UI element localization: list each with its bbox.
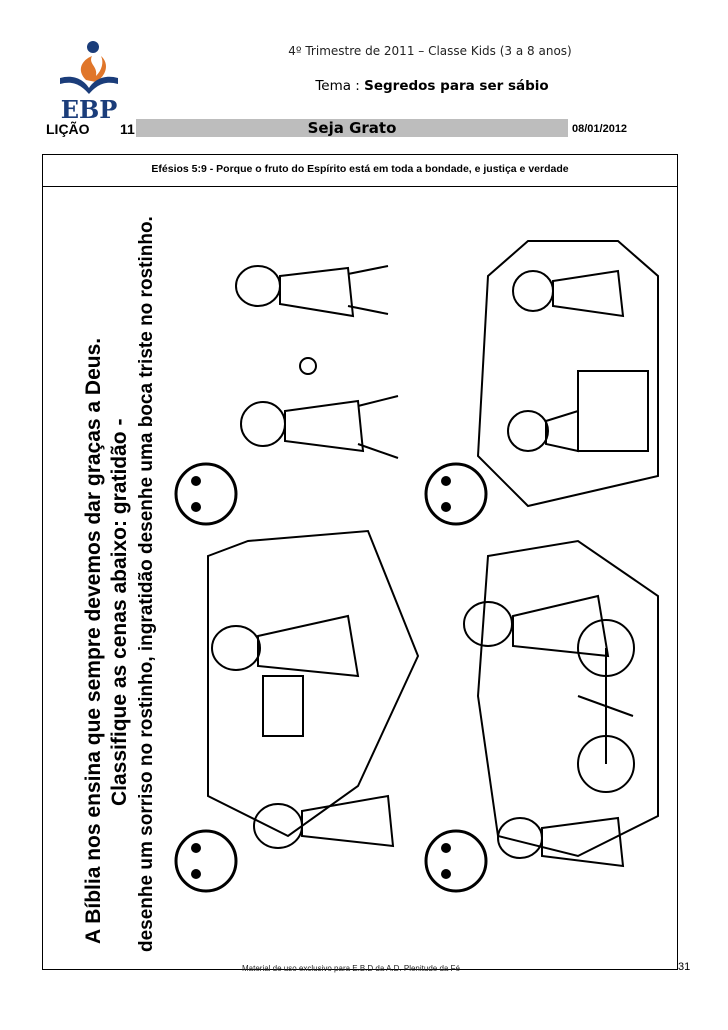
scene-bicycle xyxy=(463,539,659,868)
quarter-subtitle: 4º Trimestre de 2011 – Classe Kids (3 a … xyxy=(288,44,572,58)
lesson-number: 11 xyxy=(120,121,135,137)
face-circle-icon xyxy=(174,462,238,526)
footer-note: Material de uso exclusivo para E.B.D da … xyxy=(242,964,460,973)
lesson-date: 08/01/2012 xyxy=(572,123,628,135)
activity-illustration: A Bíblia nos ensina que sempre devemos d… xyxy=(82,216,659,952)
content-frame xyxy=(42,154,678,970)
page-number: 31 xyxy=(678,961,691,973)
instruction-line-1: A Bíblia nos ensina que sempre devemos d… xyxy=(82,338,105,944)
scene-toy-car xyxy=(207,529,420,849)
theme-label: Tema : xyxy=(315,78,360,94)
scene-table xyxy=(476,240,659,508)
lesson-title: Seja Grato xyxy=(307,119,397,137)
lesson-label: LIÇÃO xyxy=(46,121,90,137)
theme-value: Segredos para ser sábio xyxy=(364,78,549,94)
instruction-line-3: desenhe um sorriso no rostinho, ingratid… xyxy=(136,216,157,952)
verse-divider xyxy=(43,186,677,187)
scene-sharing-fruit xyxy=(235,265,399,459)
logo-text: EBP xyxy=(61,95,118,122)
face-circle-icon xyxy=(424,829,488,893)
face-circle-icon xyxy=(174,829,238,893)
lesson-title-bar xyxy=(136,119,568,137)
face-circle-icon xyxy=(424,462,488,526)
ebp-logo: EBP xyxy=(60,41,118,122)
instruction-line-2: Classifique as cenas abaixo: gratidão - xyxy=(108,419,131,806)
theme-line: Tema : Segredos para ser sábio xyxy=(262,78,602,94)
bible-verse: Efésios 5:9 - Porque o fruto do Espírito… xyxy=(151,163,569,175)
